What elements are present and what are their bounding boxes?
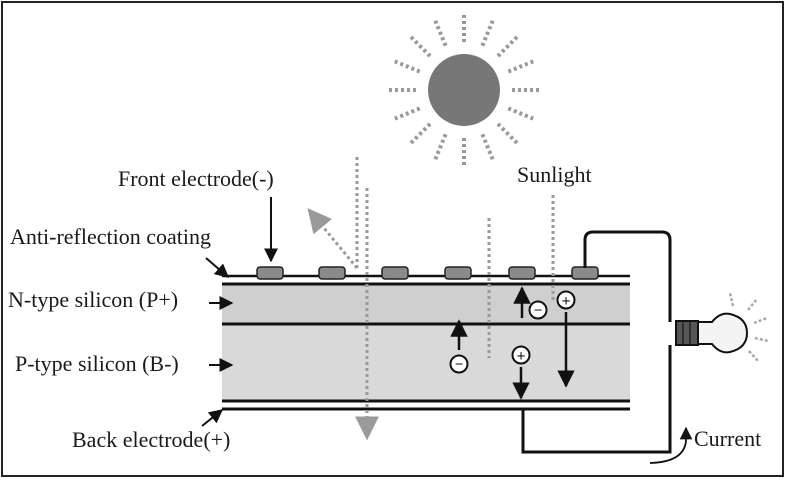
electrode-pad	[508, 266, 536, 280]
svg-text:+: +	[516, 348, 525, 365]
sun-ray	[393, 59, 421, 74]
n-type-label: N-type silicon (P+)	[8, 287, 178, 312]
top-wire	[583, 230, 672, 322]
sun-ray	[393, 106, 421, 121]
sun-ray	[507, 106, 535, 121]
front-electrode-label: Front electrode(-)	[118, 166, 274, 191]
sun-ray	[480, 133, 495, 161]
label-pointers	[201, 197, 278, 427]
sun-ray	[480, 19, 495, 47]
light-bulb-icon	[675, 292, 769, 362]
sunlight-label: Sunlight	[517, 162, 592, 187]
electrode-pad	[318, 266, 346, 280]
electrode-pad	[256, 266, 284, 280]
light-rays	[307, 157, 555, 441]
electrode-pad	[381, 266, 409, 280]
back-electrode-label: Back electrode(+)	[72, 427, 230, 452]
sun-ray	[408, 122, 432, 146]
sun-ray	[408, 34, 432, 58]
bottom-wire	[521, 345, 672, 454]
anti-reflection-label: Anti-reflection coating	[10, 224, 211, 249]
svg-text:−: −	[534, 303, 543, 319]
electrode-pad	[444, 266, 472, 280]
back-electrode-pointer	[201, 409, 224, 427]
electrode-pad	[571, 266, 599, 280]
front-electrode-pads	[256, 266, 599, 280]
sun-ray	[433, 19, 448, 47]
p-type-layer	[222, 325, 630, 400]
external-circuit	[521, 230, 672, 454]
current-label: Current	[694, 426, 761, 451]
hole-symbol: +	[511, 345, 531, 365]
p-type-label: P-type silicon (B-)	[15, 351, 179, 376]
sun-icon	[388, 14, 540, 166]
sun-ray	[496, 122, 520, 146]
svg-text:+: +	[561, 293, 570, 310]
electron-symbol: −	[449, 354, 469, 374]
svg-text:−: −	[455, 357, 464, 373]
sun-ray	[507, 59, 535, 74]
electron-symbol: −	[528, 300, 548, 320]
carriers: − + − +	[449, 286, 576, 400]
anti-reflection-pointer	[205, 257, 230, 278]
sun-ray	[433, 133, 448, 161]
current-arrow	[649, 426, 693, 464]
sun-ray	[496, 34, 520, 58]
reflected-ray	[307, 208, 359, 269]
hole-symbol: +	[556, 290, 576, 310]
